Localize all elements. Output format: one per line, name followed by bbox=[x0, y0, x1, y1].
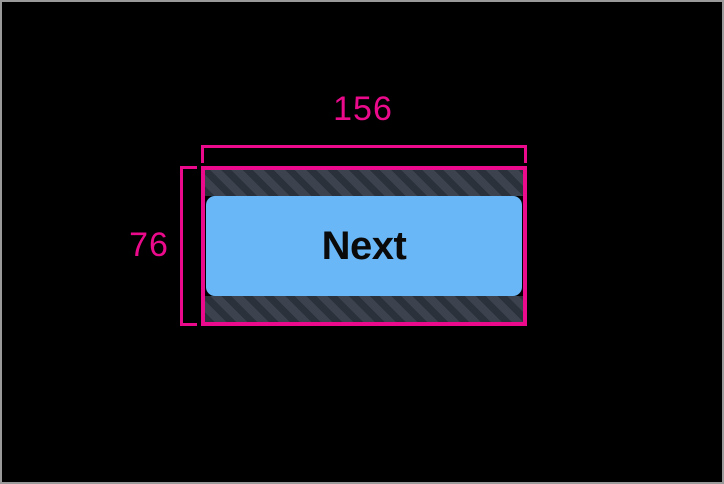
element-bounding-box: Next bbox=[201, 166, 527, 326]
bottom-padding-hatch-band bbox=[205, 296, 523, 322]
next-button-label: Next bbox=[321, 224, 407, 268]
width-dimension-label: 156 bbox=[333, 90, 393, 128]
top-padding-hatch-band bbox=[205, 170, 523, 196]
height-dimension-label: 76 bbox=[129, 226, 169, 264]
next-button[interactable]: Next bbox=[206, 196, 522, 296]
height-dimension-bracket bbox=[180, 166, 197, 326]
width-dimension-bracket bbox=[201, 145, 527, 163]
